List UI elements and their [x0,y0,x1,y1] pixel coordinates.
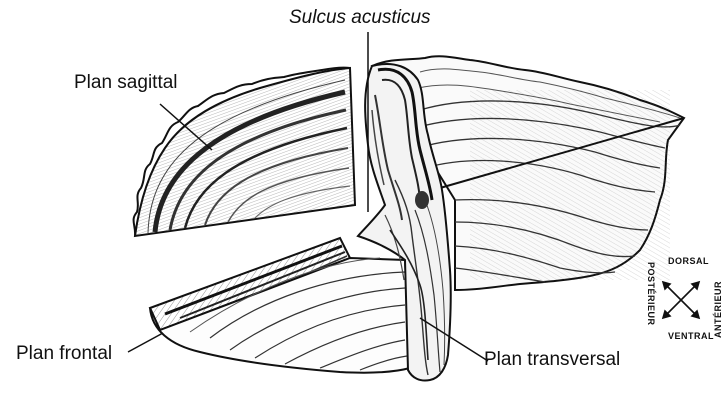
label-anterieur: ANTÉRIEUR [713,281,723,338]
label-posterieur: POSTÉRIEUR [646,262,656,326]
label-dorsal: DORSAL [668,256,709,266]
label-plan-sagittal: Plan sagittal [74,72,178,94]
label-ventral: VENTRAL [668,331,714,341]
label-plan-transversal: Plan transversal [484,349,620,371]
label-sulcus-acusticus: Sulcus acusticus [289,7,431,29]
frontal-leader [128,333,163,352]
frontal-slab [150,238,410,373]
label-plan-frontal: Plan frontal [16,343,112,365]
orientation-arrows [663,282,699,318]
